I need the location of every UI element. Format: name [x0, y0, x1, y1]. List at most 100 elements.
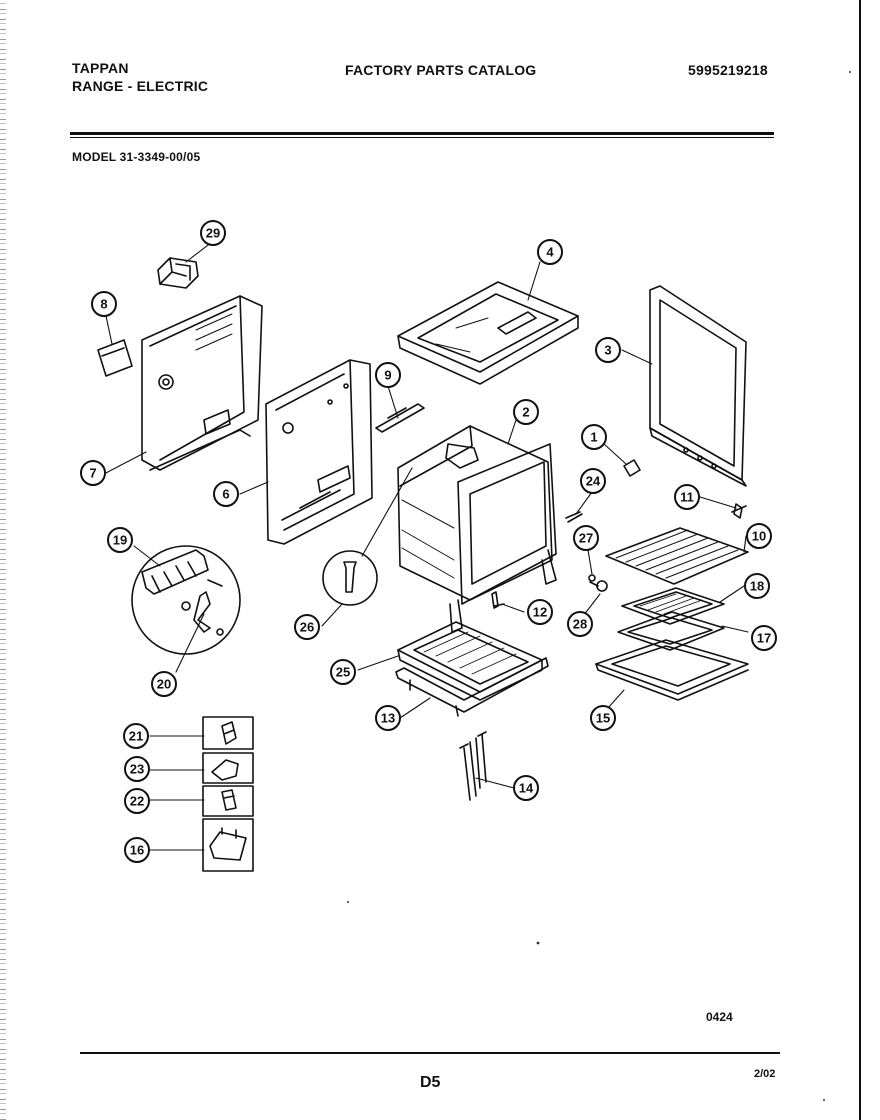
part-28-fastener: [589, 580, 608, 592]
part-27-fastener: [588, 574, 596, 582]
callout-label: 10: [752, 529, 766, 544]
callout-circle: [751, 625, 777, 651]
callout-circle: [567, 611, 593, 637]
part-21-box: [202, 716, 254, 750]
callout-label: 27: [579, 531, 593, 546]
part-10-oven-rack: [605, 527, 749, 585]
part-14-leveler: [459, 731, 487, 801]
callout-label: 24: [586, 474, 601, 489]
callout-label: 18: [750, 579, 764, 594]
callout-22: 22: [124, 788, 150, 814]
callout-circle: [513, 399, 539, 425]
part-26-inset: [322, 550, 378, 606]
scan-edge-artifact: [0, 0, 6, 1120]
callout-label: 17: [757, 631, 771, 646]
callout-circle: [91, 291, 117, 317]
callout-label: 14: [519, 781, 534, 796]
callout-9: 9: [375, 362, 401, 388]
callout-26: 26: [294, 614, 320, 640]
callout-group: 1234678910111213141516171819202122232425…: [80, 220, 777, 863]
part-13-drawer-frame: [395, 657, 549, 717]
callout-label: 6: [222, 487, 229, 502]
callout-24: 24: [580, 468, 606, 494]
callout-circle: [590, 705, 616, 731]
callout-14: 14: [513, 775, 539, 801]
callout-label: 11: [680, 490, 694, 505]
callout-label: 19: [113, 533, 127, 548]
callout-21: 21: [123, 723, 149, 749]
callout-29: 29: [200, 220, 226, 246]
callout-7: 7: [80, 460, 106, 486]
callout-1: 1: [581, 424, 607, 450]
header-rule-thick: [70, 132, 774, 135]
callout-circle: [375, 705, 401, 731]
callout-11: 11: [674, 484, 700, 510]
callout-circle: [294, 614, 320, 640]
page-frame-right: [859, 0, 861, 1120]
callout-label: 1: [590, 430, 597, 445]
callout-6: 6: [213, 481, 239, 507]
callout-circle: [213, 481, 239, 507]
callout-label: 3: [604, 343, 611, 358]
callout-circle: [581, 424, 607, 450]
callout-label: 25: [336, 665, 350, 680]
callout-20: 20: [151, 671, 177, 697]
part-22-box: [202, 785, 254, 817]
callout-4: 4: [537, 239, 563, 265]
part-2-oven-cavity: [397, 425, 557, 633]
part-23-box: [202, 752, 254, 784]
part-19-20-inset: [131, 545, 241, 655]
revision-date: 2/02: [754, 1068, 776, 1080]
part-17-broil-pan: [617, 611, 725, 651]
callout-circle: [580, 468, 606, 494]
callout-label: 13: [381, 711, 395, 726]
callout-13: 13: [375, 705, 401, 731]
catalog-title: FACTORY PARTS CATALOG: [345, 62, 537, 78]
part-1-clip: [623, 459, 641, 477]
part-24-pin: [565, 511, 583, 523]
callout-circle: [746, 523, 772, 549]
callout-label: 2: [522, 405, 529, 420]
scan-specks: [347, 71, 851, 1101]
page-number: D5: [420, 1074, 441, 1091]
callout-circle: [674, 484, 700, 510]
part-29-bracket: [157, 257, 199, 289]
callout-circle: [200, 220, 226, 246]
part-9-strip: [375, 403, 425, 433]
callout-circle: [595, 337, 621, 363]
callout-circle: [124, 788, 150, 814]
callout-label: 8: [100, 297, 107, 312]
callout-label: 29: [206, 226, 220, 241]
part-12-bracket: [491, 591, 505, 609]
callout-circle: [124, 837, 150, 863]
brand-name: TAPPAN: [72, 60, 129, 76]
catalog-part-number: 5995219218: [688, 62, 768, 78]
footer-rule: [80, 1052, 780, 1054]
callout-label: 21: [129, 729, 143, 744]
part-4-top-panel: [397, 281, 579, 385]
callout-3: 3: [595, 337, 621, 363]
callout-circle: [123, 723, 149, 749]
callout-circle: [124, 756, 150, 782]
callout-label: 26: [300, 620, 314, 635]
callout-28: 28: [567, 611, 593, 637]
callout-circle: [151, 671, 177, 697]
callout-circle: [513, 775, 539, 801]
callout-25: 25: [330, 659, 356, 685]
part-15-bottom-tray: [595, 639, 749, 701]
callout-circle: [573, 525, 599, 551]
callout-label: 9: [384, 368, 391, 383]
part-8-plate: [97, 339, 133, 377]
callout-27: 27: [573, 525, 599, 551]
callout-circle: [80, 460, 106, 486]
callout-23: 23: [124, 756, 150, 782]
callout-label: 28: [573, 617, 587, 632]
part-7-side-panel: [141, 295, 263, 471]
callout-12: 12: [527, 599, 553, 625]
callout-10: 10: [746, 523, 772, 549]
callout-label: 4: [546, 245, 554, 260]
diagram-code: 0424: [706, 1010, 733, 1024]
header-rule-thin: [70, 137, 774, 138]
leader-lines: [103, 241, 749, 851]
part-11-fastener: [731, 503, 747, 519]
